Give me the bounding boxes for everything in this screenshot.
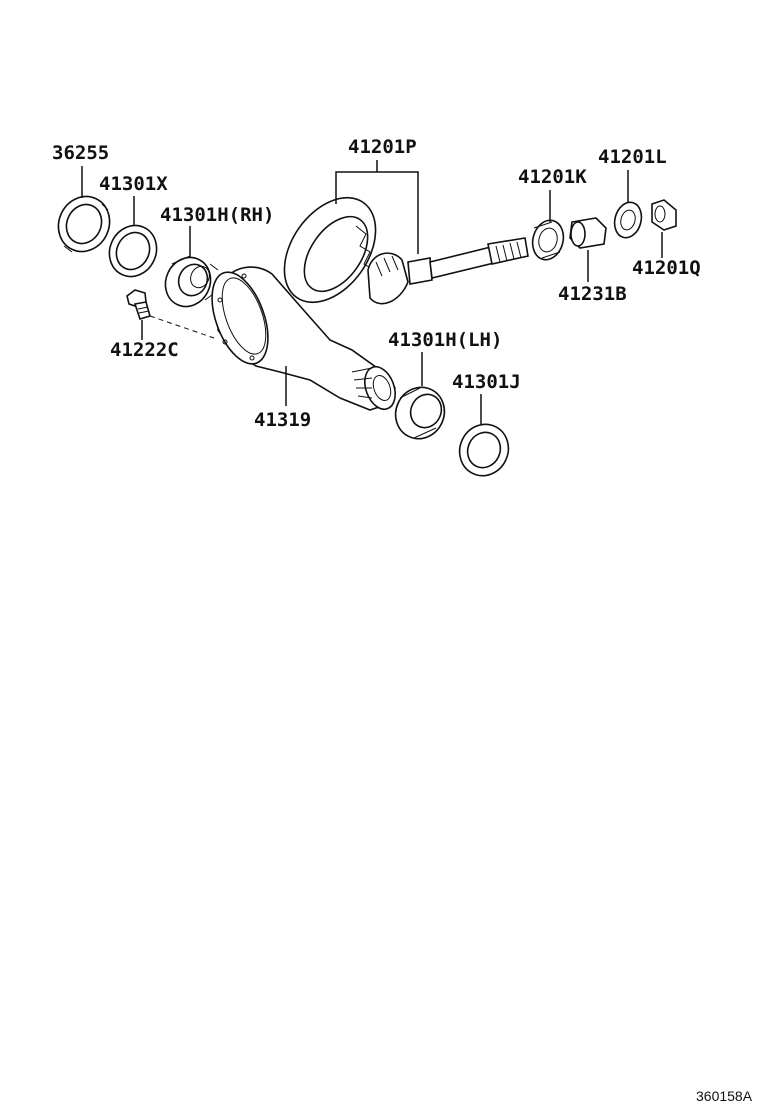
bolt-alignment-dashed-line	[149, 315, 215, 339]
label-36255: 36255	[52, 142, 109, 164]
part-41301h-rh-bearing[interactable]	[157, 250, 219, 314]
label-41231b: 41231B	[558, 283, 627, 305]
label-41301h-lh: 41301H(LH)	[388, 329, 502, 351]
part-41231b-spacer[interactable]	[569, 217, 607, 249]
part-36255-oil-seal[interactable]	[50, 188, 119, 260]
leader-lines	[81, 160, 663, 424]
part-41301h-lh-bearing[interactable]	[387, 379, 452, 446]
label-41201l: 41201L	[598, 146, 667, 168]
part-41201l-bearing[interactable]	[611, 199, 645, 241]
part-41222c-bolt[interactable]	[126, 289, 151, 320]
part-41201k-bearing[interactable]	[528, 217, 567, 263]
part-41301x-washer[interactable]	[101, 218, 165, 285]
label-41222c: 41222C	[110, 339, 179, 361]
part-41319-case[interactable]	[201, 265, 401, 414]
part-41201p-drive-pinion[interactable]	[367, 237, 529, 305]
figure-code: 360158A	[696, 1088, 753, 1104]
label-41301x: 41301X	[99, 173, 168, 195]
part-41301j-washer[interactable]	[451, 416, 516, 483]
label-41301j: 41301J	[452, 371, 521, 393]
label-41201p: 41201P	[348, 136, 417, 158]
label-41201q: 41201Q	[632, 257, 701, 279]
label-41319: 41319	[254, 409, 311, 431]
part-41201p-ring-gear[interactable]	[266, 181, 395, 320]
part-41201q-nut[interactable]	[651, 199, 677, 231]
label-41201k: 41201K	[518, 166, 587, 188]
label-41301h-rh: 41301H(RH)	[160, 204, 274, 226]
